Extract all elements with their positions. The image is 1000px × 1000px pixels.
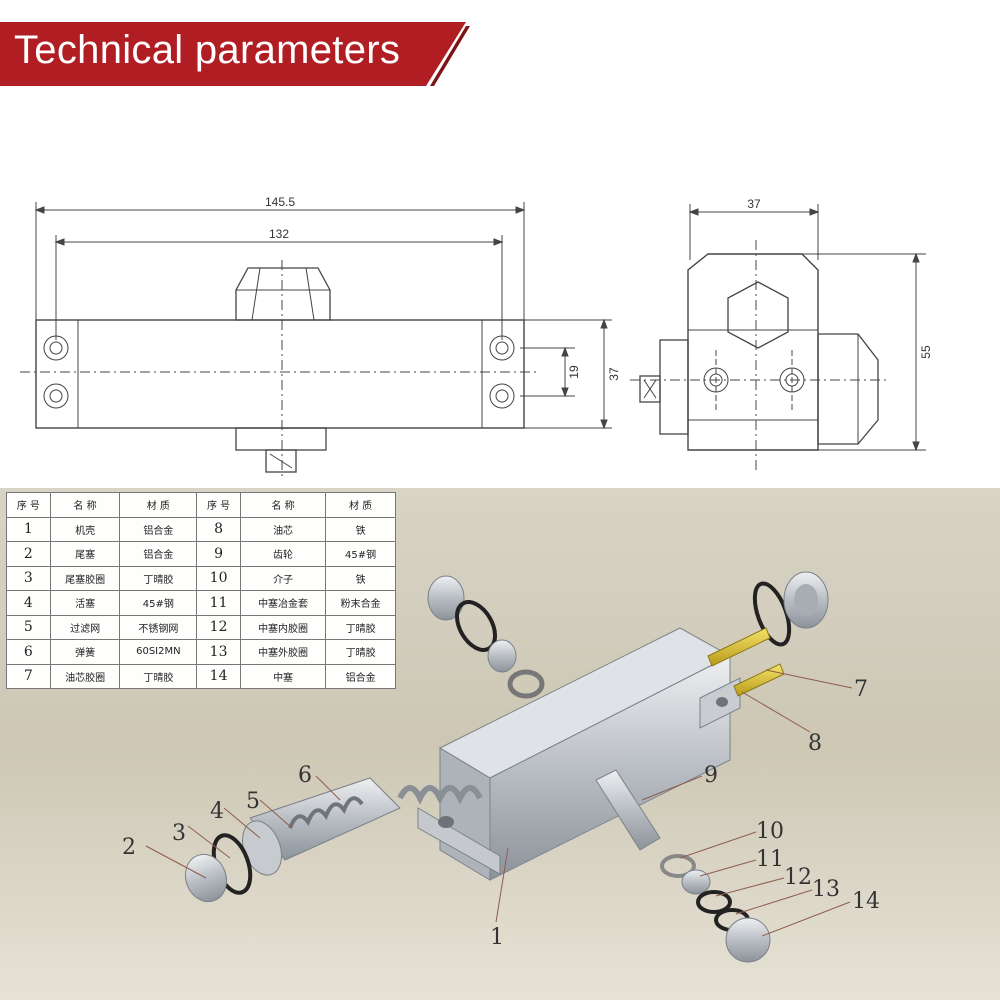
part-number: 12	[196, 614, 241, 640]
callout-1: 1	[490, 925, 504, 950]
part-material: 45#钢	[119, 590, 198, 616]
oil-cores	[707, 627, 785, 697]
table-row: 3 尾塞胶圈 丁晴胶 10 介子 铁	[6, 565, 396, 591]
callout-12: 12	[784, 865, 812, 890]
callout-13: 13	[812, 877, 840, 902]
header-number: 序 号	[196, 492, 241, 518]
part-name: 油芯胶圈	[49, 663, 121, 689]
part-material: 丁晴胶	[325, 614, 396, 640]
callout-14: 14	[852, 889, 880, 914]
part-material: 丁晴胶	[325, 639, 396, 665]
part-number: 8	[196, 516, 241, 542]
part-name: 弹簧	[49, 639, 121, 665]
table-row: 6 弹簧 60SI2MN 13 中塞外胶圈 丁晴胶	[6, 639, 396, 665]
part-number: 2	[6, 541, 51, 567]
part-material: 不锈钢网	[119, 614, 198, 640]
part-number: 5	[6, 614, 51, 640]
callout-10: 10	[756, 819, 784, 844]
table-row: 4 活塞 45#钢 11 中塞冶金套 粉末合金	[6, 590, 396, 616]
part-name: 机壳	[49, 516, 121, 542]
part-name: 介子	[239, 565, 327, 591]
callout-3: 3	[172, 821, 186, 846]
part-number: 13	[196, 639, 241, 665]
part-number: 14	[196, 663, 241, 689]
table-row: 1 机壳 铝合金 8 油芯 铁	[6, 516, 396, 542]
piston-assembly	[184, 777, 483, 903]
top-left-cap	[427, 575, 545, 699]
table-row: 2 尾塞 铝合金 9 齿轮 45#钢	[6, 541, 396, 567]
header-material: 材 质	[119, 492, 198, 518]
part-number: 1	[6, 516, 51, 542]
dim-hole-spacing: 132	[269, 227, 289, 241]
part-name: 尾塞	[49, 541, 121, 567]
part-name: 齿轮	[239, 541, 327, 567]
gear-shaft	[595, 769, 771, 963]
banner-background	[0, 22, 470, 86]
technical-drawing: 145.5 132 19 37 37 55	[20, 195, 933, 480]
part-name: 油芯	[239, 516, 327, 542]
part-material: 铁	[325, 516, 396, 542]
table-row: 7 油芯胶圈 丁晴胶 14 中塞 铝合金	[6, 663, 396, 689]
header-name: 名 称	[239, 492, 327, 518]
part-name: 中塞内胶圈	[239, 614, 327, 640]
callout-5: 5	[246, 789, 260, 814]
part-name: 中塞冶金套	[239, 590, 327, 616]
part-name: 尾塞胶圈	[49, 565, 121, 591]
banner-title: Technical parameters	[14, 28, 401, 72]
part-material: 铝合金	[119, 541, 198, 567]
top-right-cap	[752, 571, 829, 647]
part-material: 丁晴胶	[119, 565, 198, 591]
callout-8: 8	[808, 731, 822, 756]
part-number: 6	[6, 639, 51, 665]
parts-table: 序 号 名 称 材 质 序 号 名 称 材 质 1 机壳 铝合金 8 油芯 铁 …	[6, 492, 396, 689]
part-number: 11	[196, 590, 241, 616]
callout-4: 4	[210, 799, 224, 824]
part-name: 中塞	[239, 663, 327, 689]
part-number: 3	[6, 565, 51, 591]
header-number: 序 号	[6, 492, 51, 518]
header-name: 名 称	[49, 492, 121, 518]
part-name: 过滤网	[49, 614, 121, 640]
part-number: 9	[196, 541, 241, 567]
callout-11: 11	[756, 847, 784, 872]
part-number: 10	[196, 565, 241, 591]
part-name: 中塞外胶圈	[239, 639, 327, 665]
part-name: 活塞	[49, 590, 121, 616]
table-header-row: 序 号 名 称 材 质 序 号 名 称 材 质	[6, 492, 396, 518]
part-material: 60SI2MN	[119, 639, 198, 665]
callout-7: 7	[854, 677, 868, 702]
dim-mount-hole-spacing: 19	[567, 365, 581, 379]
dim-side-height: 55	[919, 345, 933, 359]
header-material: 材 质	[325, 492, 396, 518]
dim-overall-length: 145.5	[265, 195, 295, 209]
part-material: 铝合金	[119, 516, 198, 542]
part-material: 粉末合金	[325, 590, 396, 616]
part-material: 丁晴胶	[119, 663, 198, 689]
callout-9: 9	[704, 763, 718, 788]
dim-body-height: 37	[607, 367, 621, 381]
part-number: 7	[6, 663, 51, 689]
dim-side-width: 37	[747, 197, 761, 211]
callout-6: 6	[298, 763, 312, 788]
part-material: 铝合金	[325, 663, 396, 689]
callout-2: 2	[122, 835, 136, 860]
title-banner: Technical parameters	[0, 22, 470, 86]
housing	[417, 627, 741, 881]
part-material: 铁	[325, 565, 396, 591]
part-material: 45#钢	[325, 541, 396, 567]
part-number: 4	[6, 590, 51, 616]
table-row: 5 过滤网 不锈钢网 12 中塞内胶圈 丁晴胶	[6, 614, 396, 640]
